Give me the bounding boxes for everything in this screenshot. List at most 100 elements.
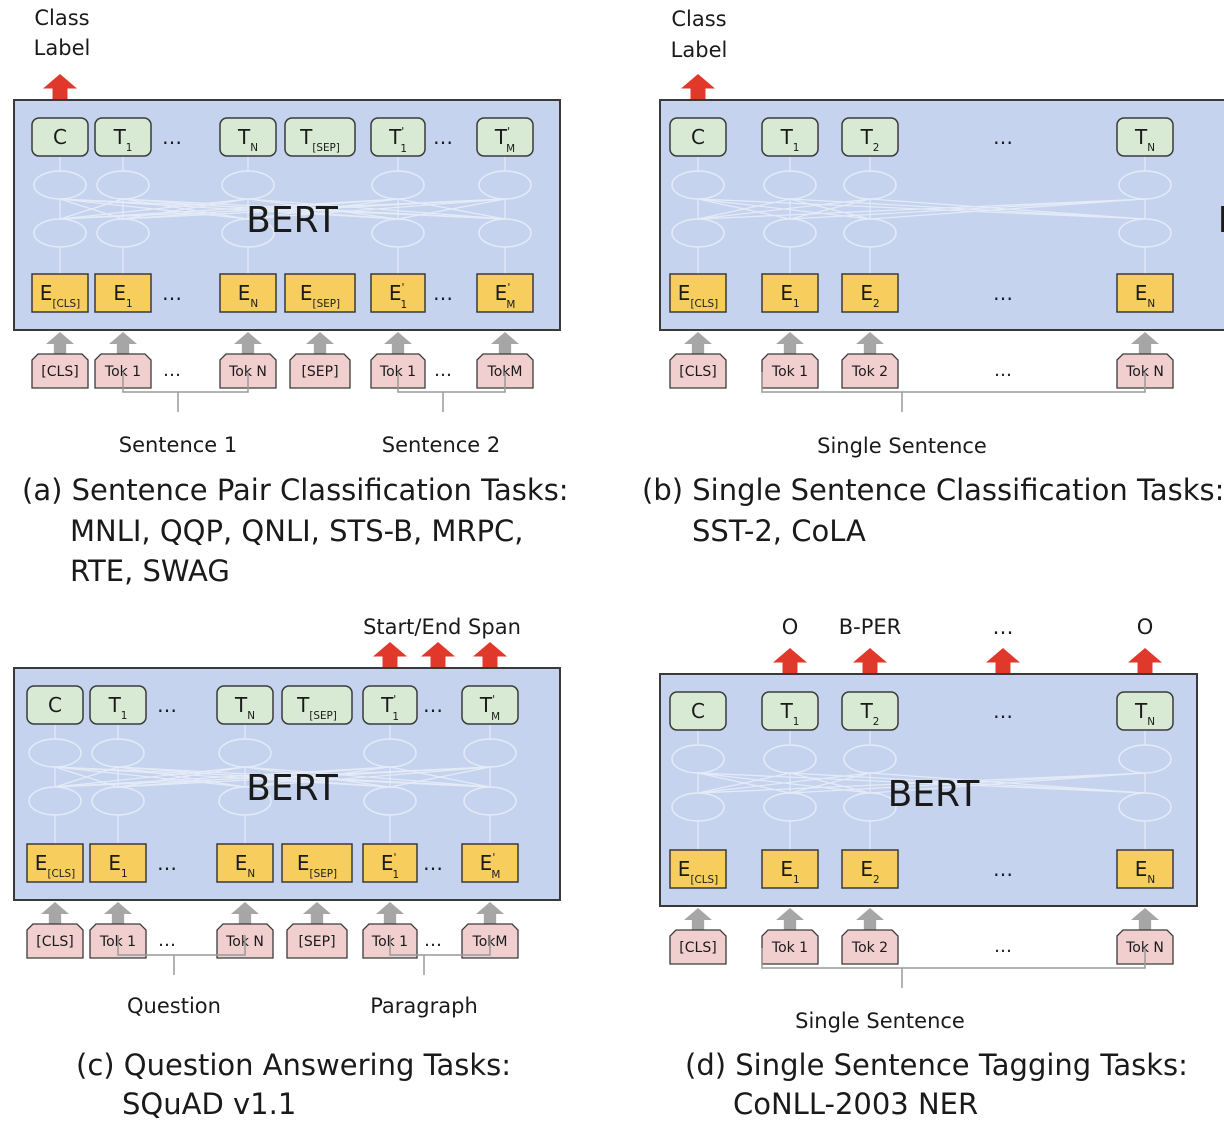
output-arrow — [1128, 648, 1162, 677]
hidden-unit — [843, 792, 897, 822]
hidden-unit — [671, 744, 725, 774]
embedding-box — [26, 843, 84, 883]
input-token-box — [476, 353, 534, 389]
input-token-box — [1116, 353, 1174, 389]
output-token-box — [216, 685, 274, 725]
embedding-box — [841, 849, 899, 889]
output-token-box — [284, 117, 356, 157]
input-arrow — [384, 332, 412, 356]
caption-line: SST-2, CoLA — [692, 514, 866, 548]
ellipsis: … — [993, 699, 1013, 723]
connection — [697, 198, 791, 220]
embedding-box — [89, 843, 147, 883]
input-token-box — [841, 353, 899, 389]
output-arrow — [473, 642, 507, 671]
input-token-label: [CLS] — [41, 364, 78, 380]
hidden-unit — [1118, 792, 1172, 822]
embedding-label: E'M — [495, 281, 516, 311]
input-token-box — [94, 353, 152, 389]
ellipsis: … — [433, 125, 453, 149]
output-token-box — [31, 117, 89, 157]
input-token-box — [219, 353, 277, 389]
input-arrow — [41, 902, 69, 926]
bert-label: BERT — [888, 774, 981, 815]
embedding-label: E[CLS] — [678, 857, 718, 886]
output-token-box — [26, 685, 84, 725]
embedding-box — [94, 273, 152, 313]
tag-label: O — [782, 615, 799, 639]
hidden-unit — [463, 738, 517, 768]
group-label: Single Sentence — [795, 1009, 965, 1033]
output-token-box — [461, 685, 519, 725]
input-arrow — [234, 332, 262, 356]
output-arrow — [43, 74, 77, 103]
connection — [789, 198, 1146, 220]
hidden-unit — [763, 792, 817, 822]
group-bracket — [122, 372, 249, 412]
hidden-unit — [1118, 218, 1172, 248]
ellipsis: … — [993, 125, 1013, 149]
top-label: Class — [671, 7, 726, 31]
connection — [697, 198, 871, 220]
ellipsis: … — [994, 360, 1012, 381]
group-label: Paragraph — [370, 994, 478, 1018]
input-token-label: Tok 1 — [771, 940, 808, 956]
output-token-label: T1 — [780, 125, 800, 154]
hidden-unit — [843, 218, 897, 248]
group-bracket — [397, 372, 506, 412]
embedding-label: E[CLS] — [35, 851, 75, 880]
embedding-box — [841, 273, 899, 313]
input-arrow — [856, 908, 884, 932]
input-arrow — [306, 332, 334, 356]
ellipsis: … — [993, 281, 1013, 305]
embedding-box — [284, 273, 356, 313]
embedding-label: E'1 — [389, 281, 407, 311]
transformer-network — [33, 156, 532, 274]
hidden-unit — [671, 170, 725, 200]
bert-label: BERT — [246, 200, 339, 241]
output-token-box — [281, 685, 353, 725]
ellipsis: … — [433, 281, 453, 305]
output-token-label: TN — [1134, 125, 1155, 154]
caption-line: (c) Question Answering Tasks: — [76, 1048, 511, 1082]
connection — [54, 766, 119, 788]
output-token-label: T1 — [108, 693, 128, 722]
input-token-box — [286, 923, 348, 959]
output-token-box — [761, 691, 819, 731]
input-token-label: [CLS] — [679, 940, 716, 956]
connection — [397, 198, 506, 220]
output-token-label: C — [48, 693, 62, 717]
output-arrow — [986, 648, 1020, 677]
group-bracket — [389, 935, 491, 975]
embedding-label: E[CLS] — [678, 281, 718, 310]
output-token-label: T[SEP] — [296, 693, 337, 722]
input-token-label: [CLS] — [679, 364, 716, 380]
output-token-box — [1116, 691, 1174, 731]
output-arrow — [681, 74, 715, 103]
ellipsis: … — [163, 360, 181, 381]
output-arrow — [853, 648, 887, 677]
hidden-unit — [218, 786, 272, 816]
input-arrow — [684, 332, 712, 356]
input-arrow — [303, 902, 331, 926]
output-token-box — [669, 117, 727, 157]
output-token-box — [761, 117, 819, 157]
input-arrow — [856, 332, 884, 356]
output-token-box — [89, 685, 147, 725]
input-arrow — [231, 902, 259, 926]
caption-line: RTE, SWAG — [70, 554, 230, 588]
caption-line: CoNLL-2003 NER — [733, 1087, 978, 1121]
top-label: Start/End Span — [363, 615, 521, 639]
input-token-label: [CLS] — [36, 934, 73, 950]
connection — [117, 766, 491, 788]
connection — [697, 772, 791, 794]
input-token-box — [289, 353, 351, 389]
hidden-unit — [763, 744, 817, 774]
group-label: Single Sentence — [817, 434, 987, 458]
ellipsis: … — [424, 930, 442, 951]
connection — [244, 766, 391, 788]
input-token-label: [SEP] — [301, 364, 338, 380]
transformer-network — [28, 724, 517, 844]
hidden-unit — [763, 170, 817, 200]
